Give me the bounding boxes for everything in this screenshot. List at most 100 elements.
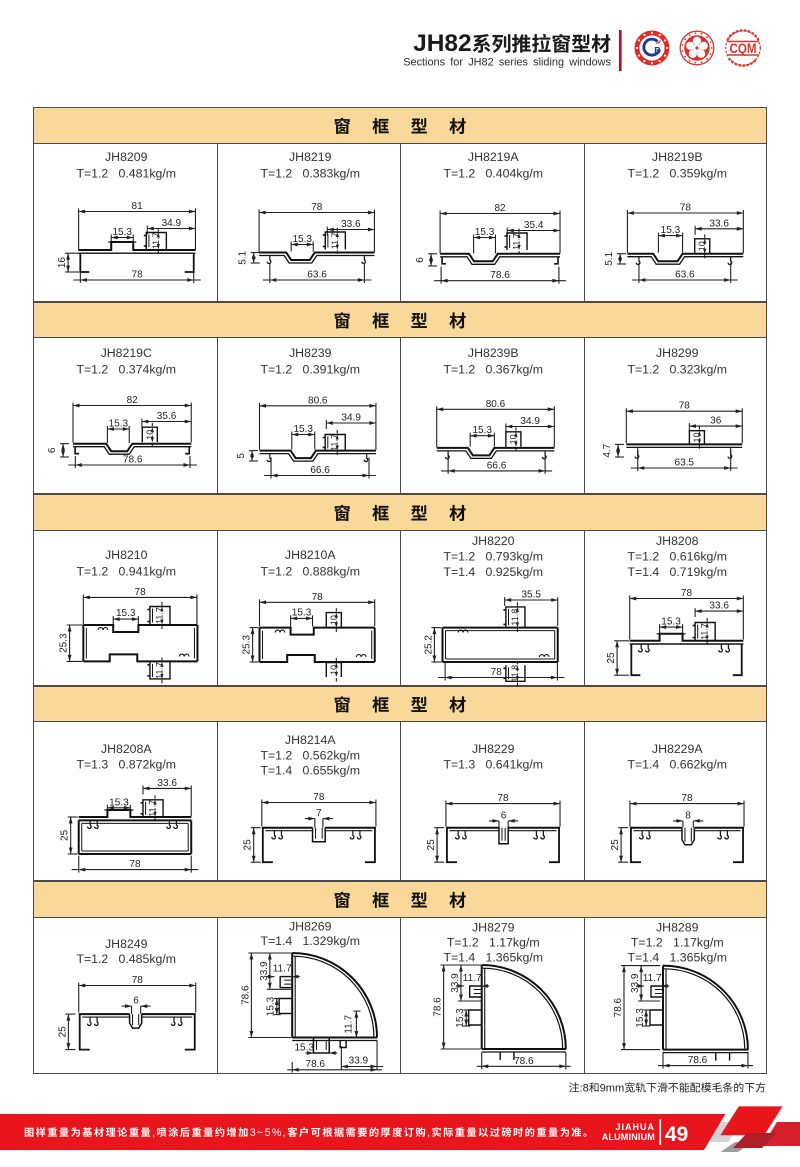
svg-text:JH8208: JH8208: [656, 534, 699, 548]
svg-text:T=1.2 0.485kg/m: T=1.2 0.485kg/m: [76, 952, 176, 966]
svg-text:5: 5: [236, 453, 247, 459]
svg-text:25: 25: [60, 830, 71, 842]
svg-text:33.9: 33.9: [450, 973, 461, 993]
svg-text:5.1: 5.1: [237, 250, 248, 264]
svg-text:4.7: 4.7: [602, 443, 613, 457]
svg-text:6: 6: [415, 257, 426, 263]
svg-text:25: 25: [242, 839, 253, 851]
svg-text:JH8279: JH8279: [472, 921, 515, 935]
svg-text:JIAHUA: JIAHUA: [615, 1122, 655, 1132]
svg-text:T=1.2 0.404kg/m: T=1.2 0.404kg/m: [443, 167, 543, 181]
svg-text:35.6: 35.6: [157, 411, 177, 422]
svg-text:78.6: 78.6: [490, 270, 510, 281]
svg-text:11.7: 11.7: [343, 1015, 354, 1034]
svg-text:78: 78: [129, 859, 141, 870]
svg-text:JH8219A: JH8219A: [468, 150, 519, 164]
svg-text:11.7: 11.7: [329, 232, 339, 249]
svg-text:B: B: [654, 46, 661, 56]
svg-text:3~5%,: 3~5%,: [250, 1127, 287, 1139]
svg-text:11.7: 11.7: [154, 607, 164, 624]
svg-text:11.7: 11.7: [329, 434, 339, 451]
svg-text:33.9: 33.9: [630, 973, 641, 993]
svg-text:T=1.4 1.329kg/m: T=1.4 1.329kg/m: [260, 934, 360, 948]
svg-text:10: 10: [508, 434, 518, 444]
svg-text:Sections for JH82 series s: Sections for JH82 series sliding windows: [403, 57, 611, 69]
svg-text:JH8229: JH8229: [472, 742, 515, 756]
svg-text:78: 78: [132, 270, 144, 281]
svg-text:15.3: 15.3: [116, 608, 136, 619]
svg-text:T=1.2 0.391kg/m: T=1.2 0.391kg/m: [260, 363, 360, 377]
svg-text:16: 16: [57, 257, 68, 269]
svg-text:11.7: 11.7: [148, 800, 158, 817]
svg-text:6: 6: [47, 447, 58, 453]
svg-text:10: 10: [328, 615, 338, 625]
svg-text:T=1.4 0.925kg/m: T=1.4 0.925kg/m: [443, 565, 543, 579]
svg-text:35.4: 35.4: [524, 220, 544, 231]
svg-text:10: 10: [697, 241, 707, 251]
svg-text:10: 10: [328, 665, 338, 675]
svg-text:JH8219: JH8219: [289, 150, 332, 164]
svg-text:15.3: 15.3: [472, 425, 492, 436]
svg-text:33.6: 33.6: [157, 778, 177, 789]
svg-text:35.5: 35.5: [522, 590, 542, 601]
svg-text:11.7: 11.7: [512, 233, 522, 250]
svg-text:7: 7: [316, 808, 322, 819]
svg-text:11.7: 11.7: [154, 662, 164, 679]
svg-text:JH8239B: JH8239B: [468, 346, 519, 360]
svg-text:15.3: 15.3: [635, 1008, 646, 1028]
svg-text:66.6: 66.6: [310, 465, 330, 476]
svg-text:82: 82: [127, 395, 139, 406]
svg-text:11.8: 11.8: [510, 609, 520, 626]
svg-text:25: 25: [610, 839, 621, 851]
svg-text:78: 78: [311, 202, 323, 213]
svg-text:8: 8: [685, 810, 691, 821]
svg-text:T=1.2 0.941kg/m: T=1.2 0.941kg/m: [76, 565, 176, 579]
svg-text:JH8214A: JH8214A: [284, 733, 335, 747]
svg-text:33.6: 33.6: [709, 601, 729, 612]
svg-text:15.3: 15.3: [661, 617, 681, 628]
svg-text:78: 78: [679, 203, 691, 214]
svg-text:49: 49: [665, 1123, 688, 1146]
svg-text:JH8210: JH8210: [105, 548, 148, 562]
svg-text:JH82: JH82: [413, 30, 472, 57]
svg-text:82: 82: [494, 203, 506, 214]
svg-text::8: :8: [580, 1083, 589, 1095]
svg-text:78: 78: [313, 792, 325, 803]
svg-text:80.6: 80.6: [486, 399, 506, 410]
svg-text:T=1.4 0.662kg/m: T=1.4 0.662kg/m: [627, 758, 727, 772]
svg-text:34.9: 34.9: [341, 413, 361, 424]
svg-text:T=1.2 0.481kg/m: T=1.2 0.481kg/m: [76, 167, 176, 181]
svg-text:25.2: 25.2: [423, 635, 434, 655]
svg-text:78.6: 78.6: [433, 997, 444, 1017]
svg-text:78.6: 78.6: [240, 985, 251, 1005]
svg-text:T=1.4 1.365kg/m: T=1.4 1.365kg/m: [443, 951, 543, 965]
svg-text:JH8289: JH8289: [656, 921, 699, 935]
svg-text:63.6: 63.6: [675, 270, 695, 281]
svg-text:78.6: 78.6: [123, 455, 143, 466]
svg-text:15.3: 15.3: [475, 227, 495, 238]
svg-text:JH8299: JH8299: [656, 346, 699, 360]
svg-text:34.9: 34.9: [162, 218, 182, 229]
svg-text:78: 78: [311, 592, 323, 603]
svg-text:JH8229A: JH8229A: [651, 742, 702, 756]
svg-text:33.6: 33.6: [709, 218, 729, 229]
svg-text:,: ,: [152, 1127, 156, 1139]
svg-text:78: 78: [491, 667, 503, 678]
svg-text:78.6: 78.6: [305, 1059, 325, 1070]
svg-text:15.3: 15.3: [291, 607, 311, 618]
svg-text:25.3: 25.3: [241, 635, 252, 655]
svg-text:11.7: 11.7: [463, 973, 482, 984]
svg-text:63.6: 63.6: [307, 270, 327, 281]
svg-text:CQM: CQM: [730, 41, 757, 56]
svg-text:,: ,: [427, 1127, 431, 1139]
svg-text:T=1.2 1.17kg/m: T=1.2 1.17kg/m: [630, 936, 723, 950]
svg-text:ALUMINIUM: ALUMINIUM: [602, 1132, 655, 1142]
svg-text:15.3: 15.3: [265, 996, 276, 1016]
svg-text:T=1.2 0.383kg/m: T=1.2 0.383kg/m: [260, 167, 360, 181]
svg-text:JH8220: JH8220: [472, 534, 515, 548]
svg-text:15.3: 15.3: [294, 1043, 314, 1054]
svg-text:JH8239: JH8239: [289, 346, 332, 360]
svg-text:T=1.4 0.655kg/m: T=1.4 0.655kg/m: [260, 764, 360, 778]
svg-text:78: 78: [132, 975, 144, 986]
svg-text:25: 25: [606, 652, 617, 664]
